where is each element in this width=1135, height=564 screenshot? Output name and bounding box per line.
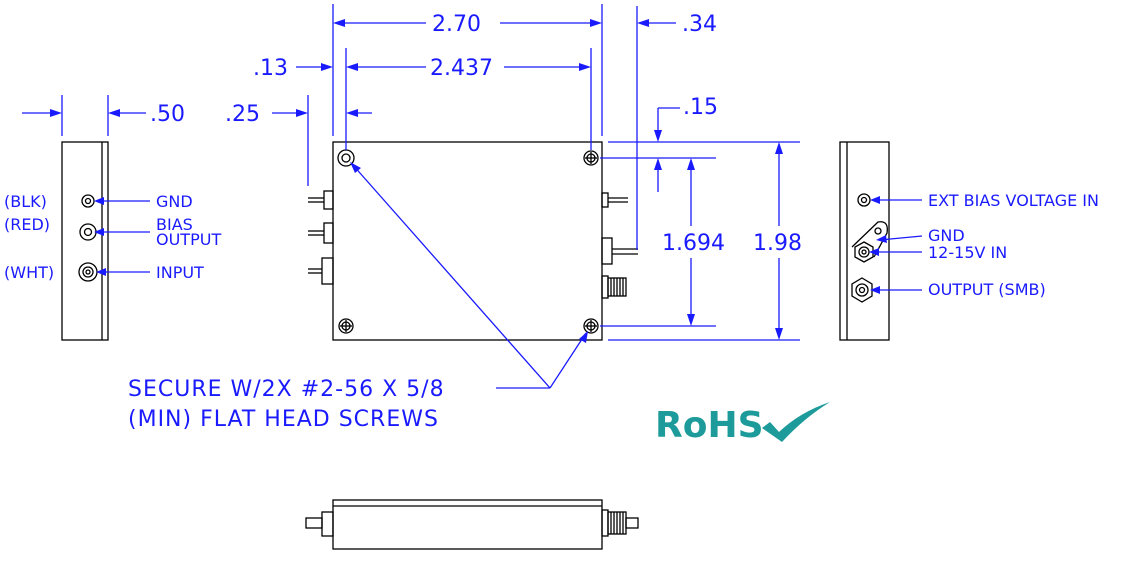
ext-bias-connector-icon xyxy=(857,193,871,207)
dim-hole-inset-x: .13 xyxy=(253,56,288,81)
dim-hole-spacing: 2.437 xyxy=(430,56,493,81)
output-label: OUTPUT xyxy=(156,230,221,249)
rohs-checkmark-icon xyxy=(762,402,830,442)
gnd-color-label: (BLK) xyxy=(4,192,47,211)
dim-overall-width: 2.70 xyxy=(432,12,481,37)
left-view-body xyxy=(61,141,109,341)
left-side-view: (BLK) (RED) (WHT) GND BIAS OUTPUT INPUT … xyxy=(4,95,221,341)
right-gnd-label: GND xyxy=(928,226,965,245)
mounting-hole-bottom-right-icon xyxy=(583,318,599,334)
dim-connector-overhang: .34 xyxy=(682,12,717,37)
rohs-logo: RoHS xyxy=(655,402,830,446)
gnd-label: GND xyxy=(156,192,193,211)
input-color-label: (WHT) xyxy=(4,263,54,282)
screw-note-line2: (MIN) FLAT HEAD SCREWS xyxy=(128,407,439,432)
dim-left-offset: .25 xyxy=(225,102,260,127)
power-in-label: 12-15V IN xyxy=(928,243,1007,262)
mounting-hole-top-right-icon xyxy=(583,150,599,166)
bias-output-connector-icon xyxy=(79,223,97,241)
main-top-view: 2.70 .34 2.437 .13 .25 .15 xyxy=(225,4,802,389)
ext-bias-label: EXT BIAS VOLTAGE IN xyxy=(928,191,1099,210)
dim-hole-spacing-vertical: 1.694 xyxy=(662,231,725,256)
gnd-connector-icon xyxy=(81,194,95,208)
bottom-edge-view xyxy=(305,499,639,550)
bias-color-label: (RED) xyxy=(4,215,50,234)
bottom-view-body xyxy=(332,499,603,550)
right-connectors xyxy=(601,192,638,299)
input-connector-icon xyxy=(78,262,98,282)
input-label: INPUT xyxy=(156,263,204,282)
left-pins xyxy=(308,190,334,285)
screw-note-line1: SECURE W/2X #2-56 X 5/8 xyxy=(128,377,445,402)
dim-side-thickness: .50 xyxy=(150,102,185,127)
main-body xyxy=(332,141,603,341)
right-side-view: EXT BIAS VOLTAGE IN GND 12-15V IN OUTPUT… xyxy=(839,141,1099,341)
rohs-text: RoHS xyxy=(655,405,764,446)
output-smb-label: OUTPUT (SMB) xyxy=(928,280,1046,299)
right-view-body xyxy=(839,141,890,341)
bias-label: BIAS xyxy=(156,215,193,234)
dim-overall-height: 1.98 xyxy=(753,231,802,256)
smb-output-connector-icon xyxy=(851,277,873,303)
gnd-lug-icon xyxy=(851,221,888,258)
dim-hole-inset-y: .15 xyxy=(683,95,718,120)
mounting-hole-bottom-left-icon xyxy=(338,318,354,334)
